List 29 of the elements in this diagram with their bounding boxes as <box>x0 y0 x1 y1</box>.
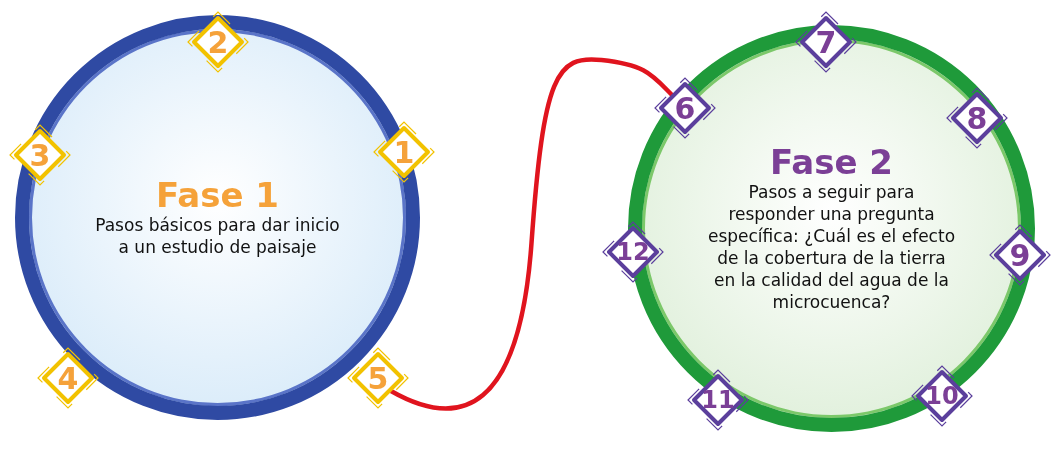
step-number: 6 <box>674 90 696 126</box>
step-diamond <box>794 10 858 74</box>
phase-title: Fase 1 <box>156 176 279 215</box>
step-diamond <box>346 346 410 410</box>
step-diamond <box>945 86 1009 150</box>
step-diamond <box>988 223 1052 287</box>
step-number: 11 <box>701 386 735 414</box>
step-diamond <box>910 364 974 428</box>
phase-title: Fase 2 <box>770 143 893 181</box>
step-number: 5 <box>367 360 389 396</box>
step-number: 12 <box>616 238 650 266</box>
step-number: 2 <box>207 24 229 60</box>
step-number: 10 <box>925 382 959 410</box>
step-number: 8 <box>966 100 988 136</box>
phase-description: Pasos a seguir para responder una pregunta específica: ¿Cuál es el efecto de la cobertura de la tierra en la calidad del agua de la microcuenca? <box>706 180 957 314</box>
step-diamond <box>372 120 436 184</box>
step-number: 1 <box>393 134 415 170</box>
step-diamond <box>186 10 250 74</box>
step-number: 7 <box>815 24 837 60</box>
step-diamond <box>653 76 717 140</box>
step-number: 4 <box>57 360 79 396</box>
connector-curve <box>390 57 674 411</box>
step-diamond <box>36 346 100 410</box>
step-number: 9 <box>1009 237 1031 273</box>
step-number: 3 <box>29 137 51 173</box>
step-diamond <box>8 123 72 187</box>
step-diamond <box>601 220 665 284</box>
phase-description: Pasos básicos para dar inicio a un estudio de paisaje <box>94 214 341 259</box>
step-diamond <box>686 368 750 432</box>
